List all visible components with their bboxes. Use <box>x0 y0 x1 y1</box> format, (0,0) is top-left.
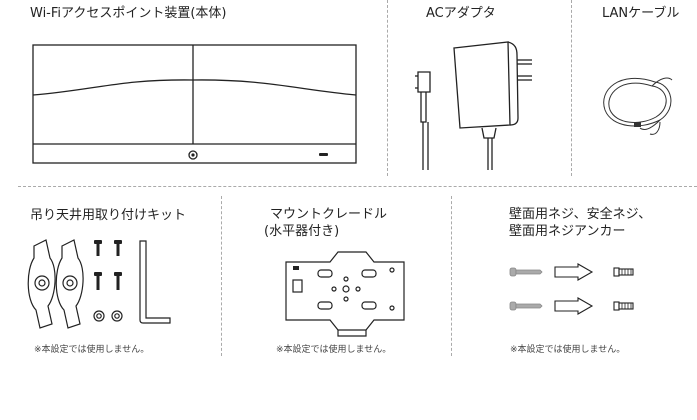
wall-screws-title-line2: 壁面用ネジアンカー <box>509 224 626 239</box>
divider-top-1 <box>387 0 388 176</box>
divider-bottom-1 <box>221 196 222 356</box>
access-point-title: Wi-Fiアクセスポイント装置(本体) <box>30 6 227 21</box>
ceiling-kit-title: 吊り天井用取り付けキット <box>30 208 187 223</box>
divider-top-2 <box>571 0 572 176</box>
wall-screws-note: ※本設定では使用しません。 <box>510 345 626 355</box>
divider-bottom-2 <box>451 196 452 356</box>
divider-horizontal <box>18 186 697 187</box>
wall-screws-title-line1: 壁面用ネジ、安全ネジ、 <box>509 207 652 222</box>
lan-cable-title: LANケーブル <box>602 6 680 21</box>
mount-cradle-title-line2: (水平器付き) <box>264 224 340 239</box>
ceiling-kit-note: ※本設定では使用しません。 <box>34 345 150 355</box>
ac-adapter-title: ACアダプタ <box>426 6 496 21</box>
mount-cradle-note: ※本設定では使用しません。 <box>276 345 392 355</box>
mount-cradle-title-line1: マウントクレードル <box>270 207 388 222</box>
